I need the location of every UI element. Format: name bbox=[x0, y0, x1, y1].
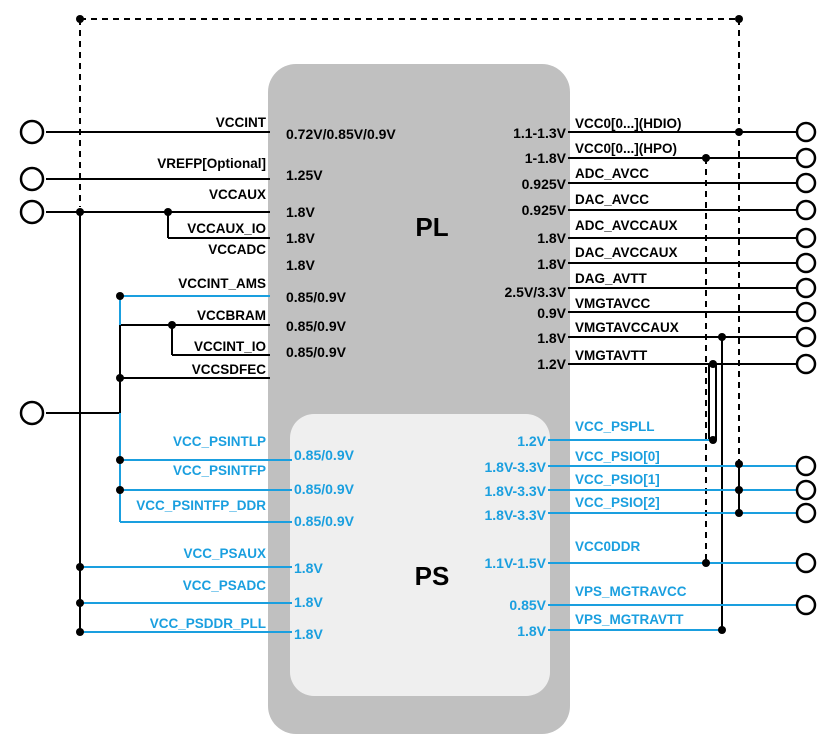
net-label: ADC_AVCC bbox=[575, 166, 649, 181]
voltage-label: 1.1-1.3V bbox=[513, 125, 567, 141]
net-label: VCC_PSINTLP bbox=[173, 434, 266, 449]
voltage-label: 1.2V bbox=[517, 433, 546, 449]
net-label: VMGTAVTT bbox=[575, 348, 648, 363]
voltage-label: 2.5V/3.3V bbox=[505, 284, 567, 300]
voltage-label: 1.8V-3.3V bbox=[485, 483, 547, 499]
voltage-label: 0.85/0.9V bbox=[294, 513, 355, 529]
voltage-label: 1.8V bbox=[286, 230, 315, 246]
voltage-label: 1.8V bbox=[286, 204, 315, 220]
net-label: VCCINT_IO bbox=[194, 339, 266, 354]
pl-right-voltages: 1.1-1.3V 1-1.8V 0.925V 0.925V 1.8V 1.8V … bbox=[505, 125, 567, 372]
net-label: VMGTAVCCAUX bbox=[575, 320, 679, 335]
net-label: DAG_AVTT bbox=[575, 271, 648, 286]
right-pl-wiring bbox=[568, 131, 806, 630]
net-label: VCC0[0...](HPO) bbox=[575, 141, 677, 156]
net-label: VCCSDFEC bbox=[192, 362, 267, 377]
voltage-label: 0.85/0.9V bbox=[286, 318, 347, 334]
right-blue-wiring bbox=[548, 439, 806, 631]
voltage-label: 0.72V/0.85V/0.9V bbox=[286, 126, 396, 142]
voltage-label: 1.8V bbox=[294, 560, 323, 576]
terminal-vccint bbox=[19, 119, 45, 145]
net-label: VCC_PSDDR_PLL bbox=[150, 616, 266, 631]
net-label: VCCAUX_IO bbox=[187, 221, 266, 236]
net-label: VCCADC bbox=[208, 242, 266, 257]
net-label: ADC_AVCCAUX bbox=[575, 218, 678, 233]
net-label: VCC_PSIO[2] bbox=[575, 495, 660, 510]
junction-dot bbox=[735, 15, 743, 23]
terminal-vrefp bbox=[19, 166, 45, 192]
net-label: DAC_AVCCAUX bbox=[575, 245, 678, 260]
voltage-label: 1.8V bbox=[286, 257, 315, 273]
ps-block bbox=[290, 414, 550, 696]
voltage-label: 1.8V bbox=[537, 330, 566, 346]
voltage-label: 0.85V bbox=[509, 597, 546, 613]
net-label: VCC_PSPLL bbox=[575, 419, 655, 434]
left-junctions bbox=[76, 208, 176, 636]
terminal-ams bbox=[19, 400, 45, 426]
ps-left-labels: VCC_PSINTLP VCC_PSINTFP VCC_PSINTFP_DDR … bbox=[136, 434, 266, 631]
voltage-label: 1.8V bbox=[294, 626, 323, 642]
net-label: VCC_PSADC bbox=[183, 578, 267, 593]
voltage-label: 0.85/0.9V bbox=[294, 481, 355, 497]
voltage-label: 1.1V-1.5V bbox=[485, 555, 547, 571]
left-terminals bbox=[19, 119, 45, 426]
right-junctions bbox=[702, 128, 743, 634]
voltage-label: 1.8V bbox=[537, 256, 566, 272]
voltage-label: 1.8V-3.3V bbox=[485, 507, 547, 523]
net-label: VPS_MGTRAVCC bbox=[575, 584, 687, 599]
net-label: VCCINT bbox=[216, 115, 267, 130]
ps-right-labels: VCC_PSPLL VCC_PSIO[0] VCC_PSIO[1] VCC_PS… bbox=[575, 419, 687, 627]
net-label: DAC_AVCC bbox=[575, 192, 649, 207]
pl-block-label: PL bbox=[415, 212, 448, 242]
net-label: VCC0[0...](HDIO) bbox=[575, 116, 682, 131]
voltage-label: 0.925V bbox=[522, 202, 567, 218]
voltage-label: 0.85/0.9V bbox=[286, 344, 347, 360]
ps-block-label: PS bbox=[415, 561, 450, 591]
pl-left-labels: VCCINT VREFP[Optional] VCCAUX VCCAUX_IO … bbox=[157, 115, 267, 377]
net-label: VCC_PSIO[0] bbox=[575, 449, 660, 464]
voltage-label: 1.25V bbox=[286, 167, 323, 183]
voltage-label: 1.8V-3.3V bbox=[485, 459, 547, 475]
left-blue-wiring bbox=[80, 295, 292, 633]
right-terminals bbox=[795, 121, 817, 616]
net-label: VCC_PSAUX bbox=[183, 546, 266, 561]
voltage-label: 1-1.8V bbox=[525, 150, 567, 166]
voltage-label: 0.85/0.9V bbox=[286, 289, 347, 305]
voltage-label: 1.8V bbox=[537, 230, 566, 246]
net-label: VCC0DDR bbox=[575, 539, 641, 554]
net-label: VCCAUX bbox=[209, 187, 266, 202]
voltage-label: 1.2V bbox=[537, 356, 566, 372]
net-label: VCC_PSINTFP_DDR bbox=[136, 498, 266, 513]
net-label: VPS_MGTRAVTT bbox=[575, 612, 684, 627]
voltage-label: 1.8V bbox=[517, 623, 546, 639]
net-label: VREFP[Optional] bbox=[157, 156, 266, 171]
net-label: VCC_PSIO[1] bbox=[575, 472, 660, 487]
ps-left-voltages: 0.85/0.9V 0.85/0.9V 0.85/0.9V 1.8V 1.8V … bbox=[294, 447, 355, 642]
voltage-label: 0.85/0.9V bbox=[294, 447, 355, 463]
voltage-label: 0.9V bbox=[537, 305, 566, 321]
pl-right-labels: VCC0[0...](HDIO) VCC0[0...](HPO) ADC_AVC… bbox=[575, 116, 682, 363]
net-label: VMGTAVCC bbox=[575, 296, 650, 311]
junction-dot bbox=[76, 15, 84, 23]
ps-right-voltages: 1.2V 1.8V-3.3V 1.8V-3.3V 1.8V-3.3V 1.1V-… bbox=[485, 433, 547, 639]
left-pl-wiring bbox=[46, 131, 270, 632]
dashed-connection bbox=[79, 18, 740, 563]
voltage-label: 1.8V bbox=[294, 594, 323, 610]
net-label: VCCBRAM bbox=[197, 308, 266, 323]
pl-left-voltages: 0.72V/0.85V/0.9V 1.25V 1.8V 1.8V 1.8V 0.… bbox=[286, 126, 396, 360]
voltage-label: 0.925V bbox=[522, 176, 567, 192]
terminal-vccaux bbox=[19, 199, 45, 225]
net-label: VCCINT_AMS bbox=[178, 276, 266, 291]
net-label: VCC_PSINTFP bbox=[173, 463, 266, 478]
